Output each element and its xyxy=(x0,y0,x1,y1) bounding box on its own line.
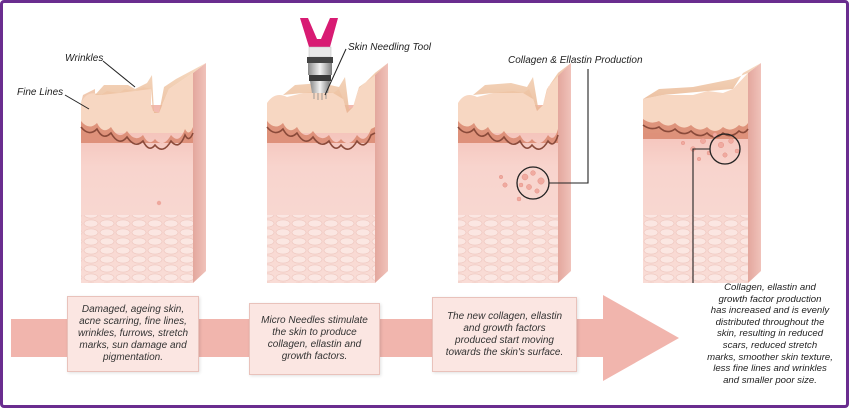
label-wrinkles: Wrinkles xyxy=(65,53,104,64)
skin-block-result xyxy=(642,63,761,283)
step-3-text: The new collagen, ellastin and growth fa… xyxy=(432,297,577,372)
step-2-text: Micro Needles stimulate the skin to prod… xyxy=(249,303,380,375)
step-1-text: Damaged, ageing skin, acne scarring, fin… xyxy=(67,296,199,372)
label-leader-lines xyxy=(64,48,347,110)
label-needling-tool: Skin Needling Tool xyxy=(348,42,432,53)
skin-block-collagen-moving xyxy=(457,63,589,283)
progress-arrow xyxy=(11,295,679,381)
skin-block-damaged xyxy=(80,63,206,283)
result-text: Collagen, ellastin and growth factor pro… xyxy=(707,282,833,386)
skin-needling-illustration xyxy=(11,18,761,381)
skin-block-needling xyxy=(266,18,388,283)
needling-tool-icon xyxy=(300,18,338,100)
label-collagen-production: Collagen & Ellastin Production xyxy=(508,55,643,66)
label-fine-lines: Fine Lines xyxy=(17,87,64,98)
